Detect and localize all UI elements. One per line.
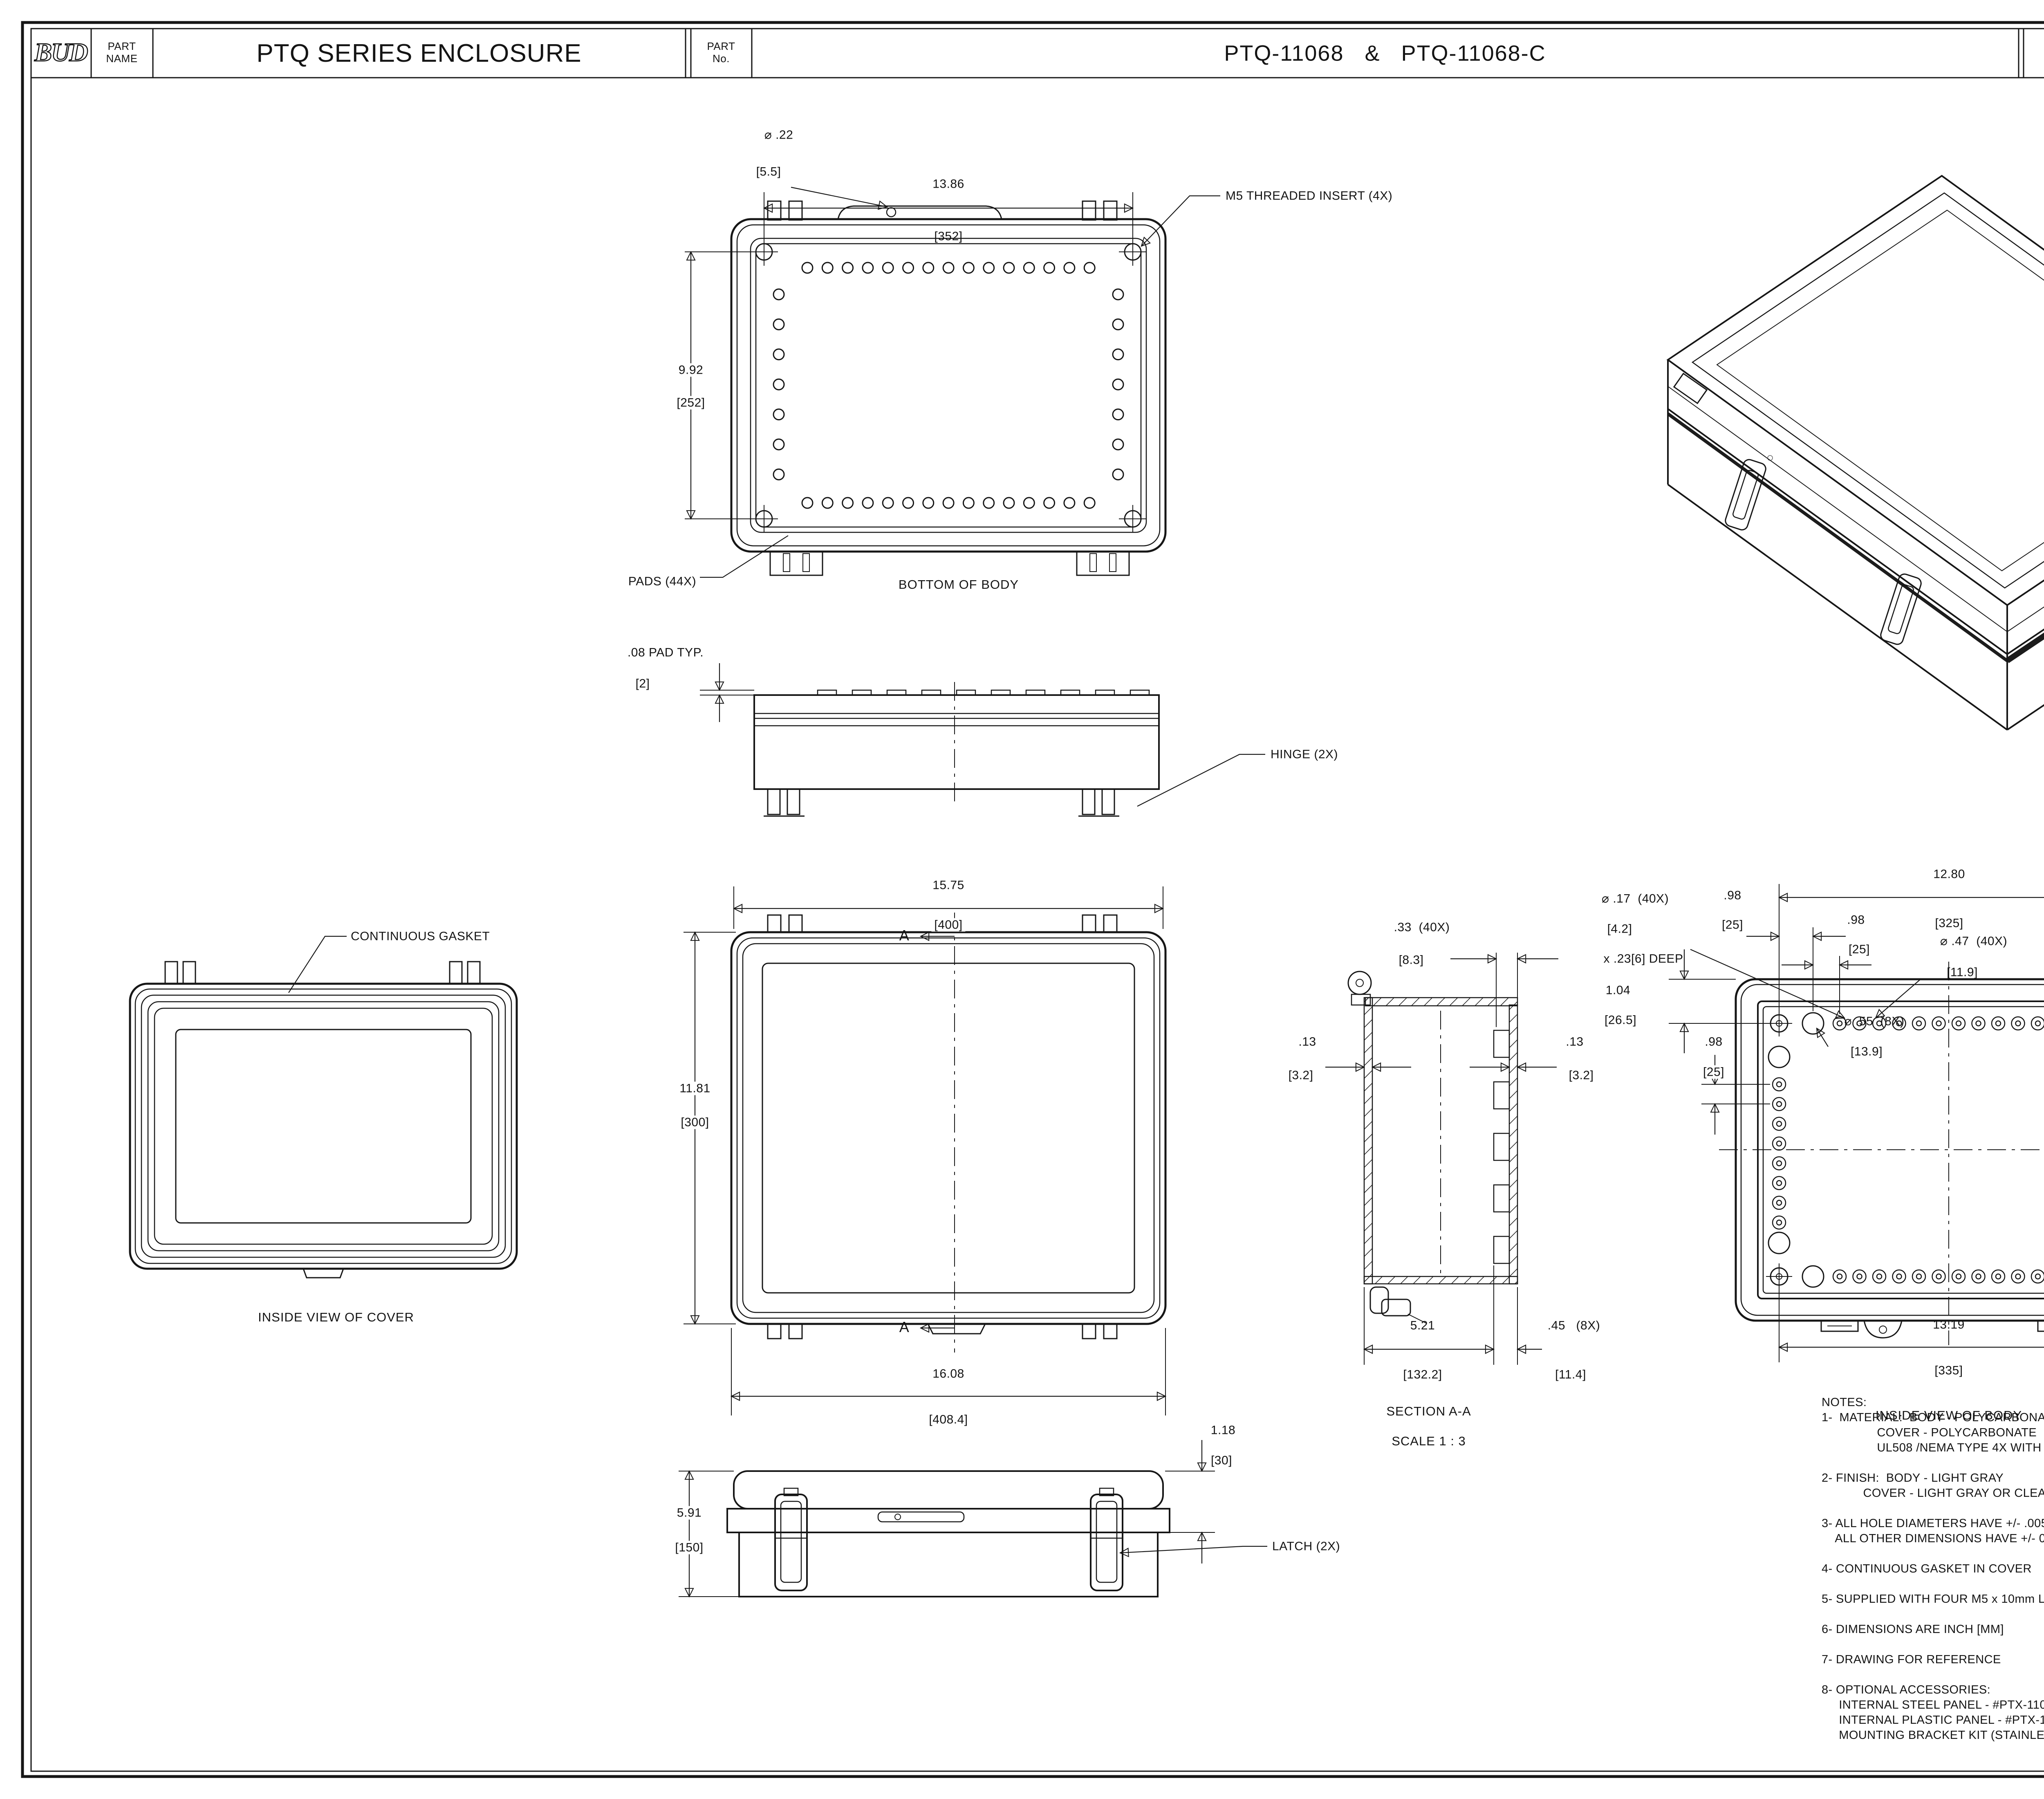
callout-hinge: HINGE (2X)	[1271, 747, 1338, 761]
dim-corner-offset-in: 1.04	[1605, 983, 1631, 997]
dim-overall-width-in: 16.08	[932, 1367, 964, 1381]
view-bottom-of-body	[685, 186, 1220, 578]
dim-pitch3-in: .98	[1702, 1035, 1726, 1049]
caption-inside-body: INSIDE VIEW OF BODY	[1875, 1408, 2022, 1422]
caption-section-aa: SECTION A-A	[1386, 1404, 1471, 1418]
dim-boss-offset-in: .45 (8X)	[1547, 1319, 1600, 1332]
dim-pitch2-mm: [25]	[1848, 942, 1870, 956]
dim-body-width-mm: [352]	[934, 229, 963, 243]
caption-section-scale: SCALE 1 : 3	[1392, 1433, 1466, 1448]
dim-boss-offset-mm: [11.4]	[1555, 1368, 1586, 1382]
dim-pad-hole-dia-in: ⌀ .22	[764, 128, 793, 142]
callout-m5-insert-top: M5 THREADED INSERT (4X)	[1226, 189, 1393, 203]
dim-wall-left-mm: [3.2]	[1288, 1068, 1313, 1082]
dim-boss-width-in: .33 (40X)	[1394, 920, 1450, 934]
company-logo: BUD	[34, 37, 89, 67]
note-boss-hole-depth: x .23[6] DEEP	[1603, 952, 1683, 966]
dim-pitch1-mm: [25]	[1721, 918, 1744, 932]
callout-pads: PADS (44X)	[628, 574, 697, 588]
dim-boss-od-mm: [11.9]	[1947, 965, 1978, 979]
dim-cover-height-in: 11.81	[677, 1081, 713, 1095]
part-name-label: PART NAME	[106, 40, 138, 65]
view-inside-cover	[129, 935, 518, 1279]
view-inside-body	[1669, 884, 2044, 1362]
dim-depth-mm: [150]	[672, 1541, 706, 1554]
dim-depth-in: 5.91	[674, 1506, 705, 1520]
section-marker-top: A	[899, 927, 910, 944]
dim-body-height-mm: [252]	[674, 396, 708, 410]
caption-bottom-of-body: BOTTOM OF BODY	[898, 577, 1019, 592]
dim-bottom-span-mm: [335]	[1934, 1364, 1963, 1377]
callout-continuous-gasket: CONTINUOUS GASKET	[351, 929, 490, 943]
view-latch-side	[679, 1440, 1267, 1597]
dim-hole-span-in: 12.80	[1933, 867, 1965, 881]
dim-bottom-span-in: 13.19	[1933, 1318, 1965, 1332]
callout-latch: LATCH (2X)	[1272, 1539, 1340, 1553]
dim-section-depth-mm: [132.2]	[1403, 1368, 1442, 1382]
dim-cover-height-mm: [300]	[678, 1115, 712, 1129]
dim-wall-right-in: .13	[1566, 1035, 1584, 1049]
note-boss-hole-dia: ⌀ .17 (40X)	[1601, 892, 1669, 906]
dim-pitch2-in: .98	[1847, 913, 1865, 927]
sheet-frame	[21, 21, 2044, 1778]
dim-corner-hole-in: ⌀ .55 (8X)	[1844, 1014, 1905, 1028]
dim-cover-lip-in: 1.18	[1210, 1423, 1236, 1437]
dim-hole-span-mm: [325]	[1935, 916, 1963, 930]
dim-corner-offset-mm: [26.5]	[1604, 1013, 1637, 1027]
part-no-label: PART No.	[707, 40, 735, 65]
section-marker-bottom: A	[899, 1319, 910, 1336]
dim-cover-lip-mm: [30]	[1210, 1454, 1233, 1467]
dim-body-height-in: 9.92	[675, 363, 706, 377]
dim-wall-right-mm: [3.2]	[1569, 1068, 1594, 1082]
dim-corner-hole-mm: [13.9]	[1850, 1045, 1883, 1059]
dim-pad-hole-dia-mm: [5.5]	[756, 165, 781, 179]
notes-block: NOTES: 1- MATERIAL: BODY - POLYCARBONATE…	[1822, 1396, 2044, 1742]
view-isometric	[1666, 175, 2044, 731]
dim-pitch3-mm: [25]	[1700, 1065, 1728, 1079]
part-no-value: PTQ-11068 & PTQ-11068-C	[1224, 41, 1546, 66]
dim-cover-width-mm: [400]	[931, 918, 966, 932]
view-front	[684, 886, 1167, 1415]
dim-pad-typ-mm: [2]	[635, 677, 650, 691]
dim-cover-width-in: 15.75	[930, 878, 967, 892]
dim-pitch1-in: .98	[1724, 888, 1741, 902]
caption-inside-cover: INSIDE VIEW OF COVER	[258, 1310, 414, 1324]
dim-overall-width-mm: [408.4]	[929, 1413, 968, 1427]
dim-section-depth-in: 5.21	[1410, 1319, 1435, 1332]
dim-boss-width-mm: [8.3]	[1399, 953, 1424, 967]
view-hinge-side	[700, 663, 1265, 817]
view-section-aa	[1325, 953, 1558, 1365]
dim-pad-typ-in: .08 PAD TYP.	[627, 646, 704, 659]
note-boss-hole-mm: [4.2]	[1607, 922, 1632, 936]
part-name-value: PTQ SERIES ENCLOSURE	[256, 39, 582, 67]
dim-body-width-in: 13.86	[932, 177, 964, 191]
dim-wall-left-in: .13	[1298, 1035, 1316, 1049]
dim-boss-od-in: ⌀ .47 (40X)	[1940, 934, 2008, 948]
